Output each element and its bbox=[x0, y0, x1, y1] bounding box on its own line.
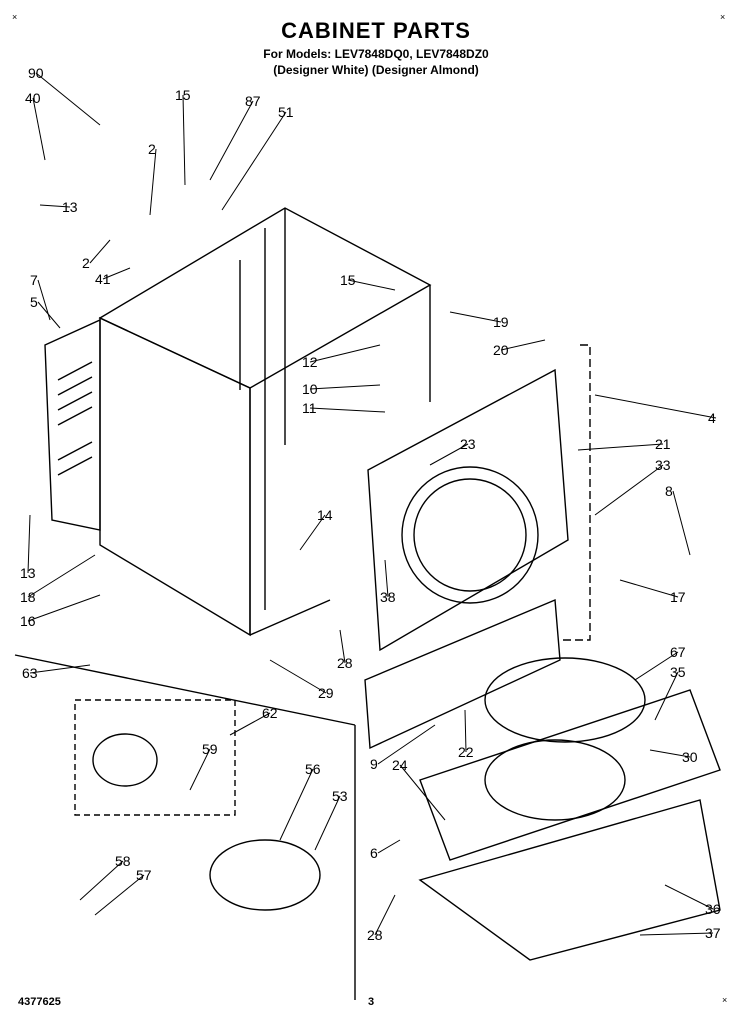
callout-40: 40 bbox=[25, 90, 41, 106]
leader-line-51 bbox=[221, 111, 287, 211]
leader-line-14 bbox=[299, 514, 326, 551]
callout-20: 20 bbox=[493, 342, 509, 358]
leader-line-59 bbox=[189, 748, 211, 791]
part-number-footer: 4377625 bbox=[18, 996, 61, 1008]
leader-line-9 bbox=[377, 724, 436, 765]
callout-63: 63 bbox=[22, 665, 38, 681]
leader-line-24 bbox=[399, 764, 446, 821]
models-line: For Models: LEV7848DQ0, LEV7848DZ0 bbox=[263, 47, 489, 61]
callout-13: 13 bbox=[20, 565, 36, 581]
leader-line-18 bbox=[27, 554, 96, 598]
callout-4: 4 bbox=[708, 410, 716, 426]
leader-line-6 bbox=[377, 839, 401, 854]
leader-line-57 bbox=[94, 874, 145, 916]
leader-line-56 bbox=[279, 768, 314, 841]
leader-line-11 bbox=[309, 407, 386, 413]
corner-mark-bottom-right: × bbox=[722, 995, 728, 1005]
leader-line-13 bbox=[27, 514, 31, 574]
leader-line-53 bbox=[314, 795, 341, 851]
leader-lines bbox=[27, 72, 717, 936]
callout-2: 2 bbox=[148, 141, 156, 157]
leader-line-16 bbox=[27, 594, 101, 622]
leader-line-38 bbox=[384, 559, 389, 598]
callout-18: 18 bbox=[20, 589, 36, 605]
callout-24: 24 bbox=[392, 757, 408, 773]
leader-line-2 bbox=[89, 239, 111, 264]
callout-12: 12 bbox=[302, 354, 318, 370]
callout-16: 16 bbox=[20, 613, 36, 629]
page-number: 3 bbox=[368, 996, 375, 1008]
callout-10: 10 bbox=[302, 381, 318, 397]
leader-line-36 bbox=[664, 884, 714, 910]
leader-line-13 bbox=[39, 204, 71, 208]
leader-line-37 bbox=[639, 932, 714, 936]
leader-line-28 bbox=[374, 894, 396, 936]
callout-15: 15 bbox=[175, 87, 191, 103]
page-title: CABINET PARTS bbox=[281, 18, 471, 43]
leader-line-15 bbox=[182, 94, 186, 186]
leader-line-63 bbox=[29, 664, 91, 674]
leader-line-17 bbox=[619, 579, 679, 598]
corner-mark-top-right: × bbox=[720, 12, 726, 22]
callout-28: 28 bbox=[367, 927, 383, 943]
leader-line-87 bbox=[209, 100, 254, 181]
leader-line-30 bbox=[649, 749, 691, 758]
leader-line-2 bbox=[149, 148, 157, 216]
leader-line-90 bbox=[35, 72, 101, 126]
callout-5: 5 bbox=[30, 294, 38, 310]
leader-line-29 bbox=[269, 659, 327, 694]
leader-line-33 bbox=[594, 464, 664, 516]
corner-mark-top-left: × bbox=[12, 12, 18, 22]
motor-assembly bbox=[14, 654, 356, 1000]
callout-15: 15 bbox=[340, 272, 356, 288]
callout-90: 90 bbox=[28, 65, 44, 81]
leader-line-12 bbox=[309, 344, 381, 363]
leader-line-5 bbox=[37, 301, 61, 329]
leader-line-40 bbox=[32, 97, 46, 161]
colors-line: (Designer White) (Designer Almond) bbox=[273, 63, 479, 77]
leader-line-62 bbox=[229, 712, 271, 736]
base-assembly bbox=[364, 598, 721, 961]
leader-line-22 bbox=[464, 709, 467, 753]
leader-line-20 bbox=[500, 339, 546, 351]
callout-6: 6 bbox=[370, 845, 378, 861]
leader-line-10 bbox=[309, 384, 381, 390]
leader-line-28 bbox=[339, 629, 346, 664]
leader-line-41 bbox=[102, 267, 131, 280]
leader-line-58 bbox=[79, 860, 124, 901]
callout-11: 11 bbox=[302, 400, 317, 416]
leader-line-19 bbox=[449, 311, 502, 323]
callout-41: 41 bbox=[95, 271, 111, 287]
leader-line-67 bbox=[634, 651, 679, 681]
side-panel bbox=[44, 318, 101, 531]
leader-line-21 bbox=[577, 443, 664, 451]
leader-line-23 bbox=[429, 443, 469, 466]
leader-line-35 bbox=[654, 671, 679, 721]
callout-2: 2 bbox=[82, 255, 90, 271]
front-panel bbox=[367, 368, 569, 652]
leader-line-15 bbox=[347, 279, 396, 291]
leader-line-8 bbox=[672, 490, 691, 556]
callout-7: 7 bbox=[30, 272, 38, 288]
cabinet-body bbox=[98, 207, 432, 637]
callout-9: 9 bbox=[370, 756, 378, 772]
leader-line-4 bbox=[594, 394, 717, 419]
callout-8: 8 bbox=[665, 483, 673, 499]
